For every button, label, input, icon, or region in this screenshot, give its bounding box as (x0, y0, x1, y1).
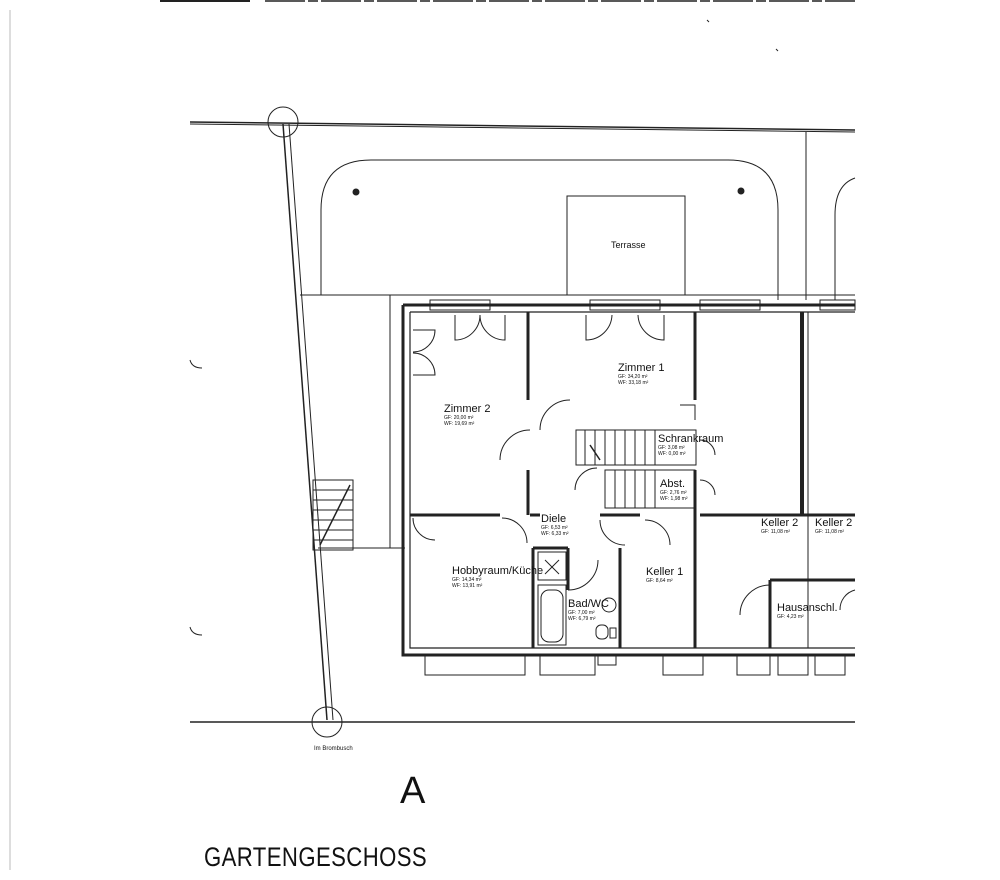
room-name: Bad/WC (568, 598, 609, 610)
sheet-border-top (9, 0, 855, 870)
windows-bottom (424, 654, 846, 676)
terrace-label: Terrasse (611, 240, 646, 250)
room-name: Keller 2 (761, 517, 799, 529)
room-name: Hausanschl. (777, 602, 838, 614)
room-wf: WF: 13,91 m² (452, 583, 483, 589)
room-gf: GF: 7,00 m² (568, 610, 595, 616)
street-label: Im Brombusch (314, 746, 353, 752)
room-wf: WF: 1,98 m² (660, 496, 688, 502)
terrace (566, 195, 686, 296)
room-name: Hobbyraum/Küche (452, 565, 544, 577)
room-keller-2-a: Keller 2 GF: 11,08 m² (761, 517, 798, 535)
room-name: Diele (541, 513, 567, 525)
room-keller-2-b: Keller 2 GF: 11,08 m² (815, 517, 852, 535)
exterior-stair (312, 295, 405, 551)
plot-boundary (189, 106, 856, 738)
room-name: Schrankraum (658, 433, 724, 445)
room-keller-1: Keller 1 GF: 8,64 m² (646, 566, 683, 584)
room-gf: GF: 3,08 m² (658, 445, 685, 451)
room-gf: GF: 2,76 m² (660, 490, 687, 496)
sheet-letter: A (400, 770, 426, 812)
room-hausanschl: Hausanschl. GF: 4,23 m² (777, 602, 838, 620)
room-name: Zimmer 1 (618, 362, 665, 374)
room-name: Keller 2 (815, 517, 853, 529)
room-name: Zimmer 2 (444, 403, 491, 415)
room-name: Keller 1 (646, 566, 684, 578)
room-zimmer-2: Zimmer 2 GF: 20,00 m² WF: 19,69 m² (444, 403, 490, 427)
room-schrankraum: Schrankraum GF: 3,08 m² WF: 0,00 m² (658, 433, 723, 457)
room-abst: Abst. GF: 2,76 m² WF: 1,98 m² (660, 478, 688, 502)
room-hobbyraum: Hobbyraum/Küche GF: 14,34 m² WF: 13,91 m… (452, 565, 543, 589)
room-gf: GF: 34,20 m² (618, 374, 648, 380)
garden-path (300, 159, 856, 300)
room-wf: WF: 6,79 m² (568, 616, 596, 622)
door-swings (412, 314, 856, 616)
room-zimmer-1: Zimmer 1 GF: 34,20 m² WF: 33,18 m² (618, 362, 664, 386)
central-stair (575, 429, 697, 509)
floor-title: GARTENGESCHOSS (204, 842, 428, 872)
room-gf: GF: 8,64 m² (646, 578, 673, 584)
room-wf: WF: 0,00 m² (658, 451, 686, 457)
room-wf: WF: 33,18 m² (618, 380, 649, 386)
room-gf: GF: 4,23 m² (777, 614, 804, 620)
room-gf: GF: 6,53 m² (541, 525, 568, 531)
room-wf: WF: 6,33 m² (541, 531, 569, 537)
windows-top (429, 299, 856, 311)
room-diele: Diele GF: 6,53 m² WF: 6,33 m² (541, 513, 569, 537)
room-wf: WF: 19,69 m² (444, 421, 475, 427)
bathroom-fixtures (537, 551, 617, 646)
room-gf: GF: 11,08 m² (761, 529, 791, 535)
room-name: Abst. (660, 478, 686, 490)
room-gf: GF: 14,34 m² (452, 577, 482, 583)
room-bad-wc: Bad/WC GF: 7,00 m² WF: 6,79 m² (568, 598, 609, 622)
room-gf: GF: 20,00 m² (444, 415, 474, 421)
room-gf: GF: 11,08 m² (815, 529, 845, 535)
